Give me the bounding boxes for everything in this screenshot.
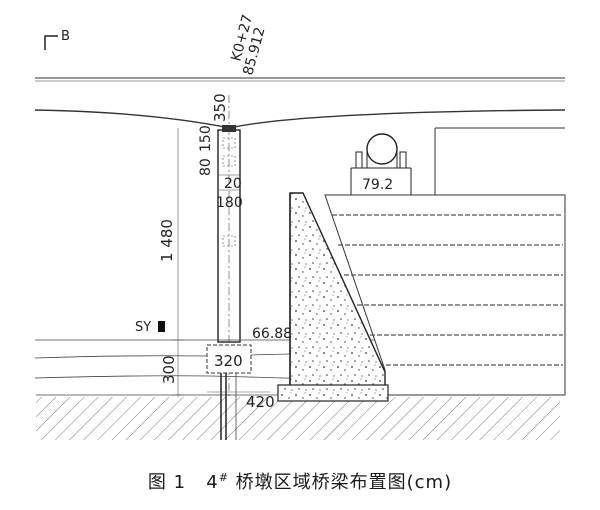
pier-number: 4 <box>206 472 219 493</box>
dim-150: 150 <box>198 125 214 152</box>
dim-180: 180 <box>216 195 243 211</box>
soil-layer <box>36 397 560 440</box>
dimension-line-left <box>172 128 184 440</box>
elevation-label: 66.882 <box>252 326 301 342</box>
svg-text:B: B <box>61 29 70 44</box>
embankment <box>324 194 566 396</box>
pier-mark: # <box>218 471 229 484</box>
water-level-marker: SY <box>135 320 165 335</box>
pile <box>207 373 270 440</box>
bridge-layout-drawing: B K0+27 85.912 350 80 150 20 180 1 480 S… <box>34 13 566 440</box>
pier-column <box>217 95 241 440</box>
svg-text:SY: SY <box>135 320 151 335</box>
figure-title: 桥墩区域桥梁布置图(cm) <box>235 472 453 493</box>
dim-420: 420 <box>246 393 275 411</box>
dim-79-2: 79.2 <box>362 177 393 193</box>
pipe-support: 79.2 <box>350 133 412 195</box>
dim-320: 320 <box>214 352 243 370</box>
figure-number: 图 1 <box>147 472 187 493</box>
dim-350: 350 <box>211 93 229 122</box>
section-marker: B <box>44 29 70 50</box>
dim-20: 20 <box>224 176 242 192</box>
retaining-wall <box>277 192 389 402</box>
dim-300: 300 <box>160 355 178 384</box>
figure-caption: 图 1 4# 桥墩区域桥梁布置图(cm) <box>0 458 600 498</box>
pile-cap: 320 <box>206 344 252 374</box>
dim-80: 80 <box>198 158 214 176</box>
dim-1480: 1 480 <box>158 219 176 262</box>
bridge-deck <box>34 77 566 195</box>
